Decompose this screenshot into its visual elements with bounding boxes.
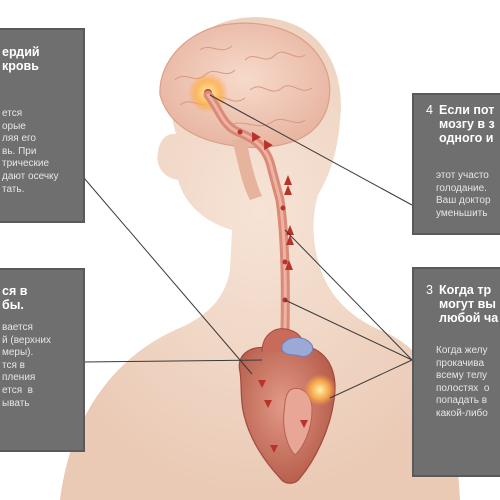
- callout-body: Когда желу прокачива всему телу полостях…: [436, 345, 490, 419]
- callout-title: ся в бы.: [2, 284, 28, 312]
- callout-body: этот участо голодание. Ваш доктор уменьш…: [436, 170, 491, 219]
- callout-box-top-left: ердий кровь ется орые ляя его вь. При тр…: [0, 28, 85, 223]
- callout-body: вается й (верхних меры). тся в пления ет…: [2, 322, 52, 409]
- callout-lines: [83, 94, 413, 399]
- callout-box-mid-left: ся в бы. вается й (верхних меры). тся в …: [0, 268, 85, 452]
- callout-number: 4: [426, 103, 433, 117]
- heart-arrows: [258, 380, 308, 453]
- callout-number: 3: [426, 283, 433, 297]
- callout-box-top-right: 4 Если пот мозгу в з одного и этот участ…: [412, 93, 500, 235]
- heart-flash: [304, 374, 336, 406]
- pulmonary-vessel: [281, 337, 314, 357]
- brainstem: [232, 138, 262, 200]
- brain: [159, 22, 331, 148]
- callout-body: ется орые ляя его вь. При трические дают…: [2, 108, 59, 195]
- callout-title: Когда тр могут вы любой ча: [439, 283, 499, 325]
- callout-title: ердий кровь: [2, 45, 40, 73]
- flow-arrows: [252, 131, 294, 270]
- callout-box-mid-right: 3 Когда тр могут вы любой ча Когда желу …: [412, 267, 500, 477]
- callout-title: Если пот мозгу в з одного и: [439, 103, 495, 145]
- body-silhouette: [60, 17, 460, 500]
